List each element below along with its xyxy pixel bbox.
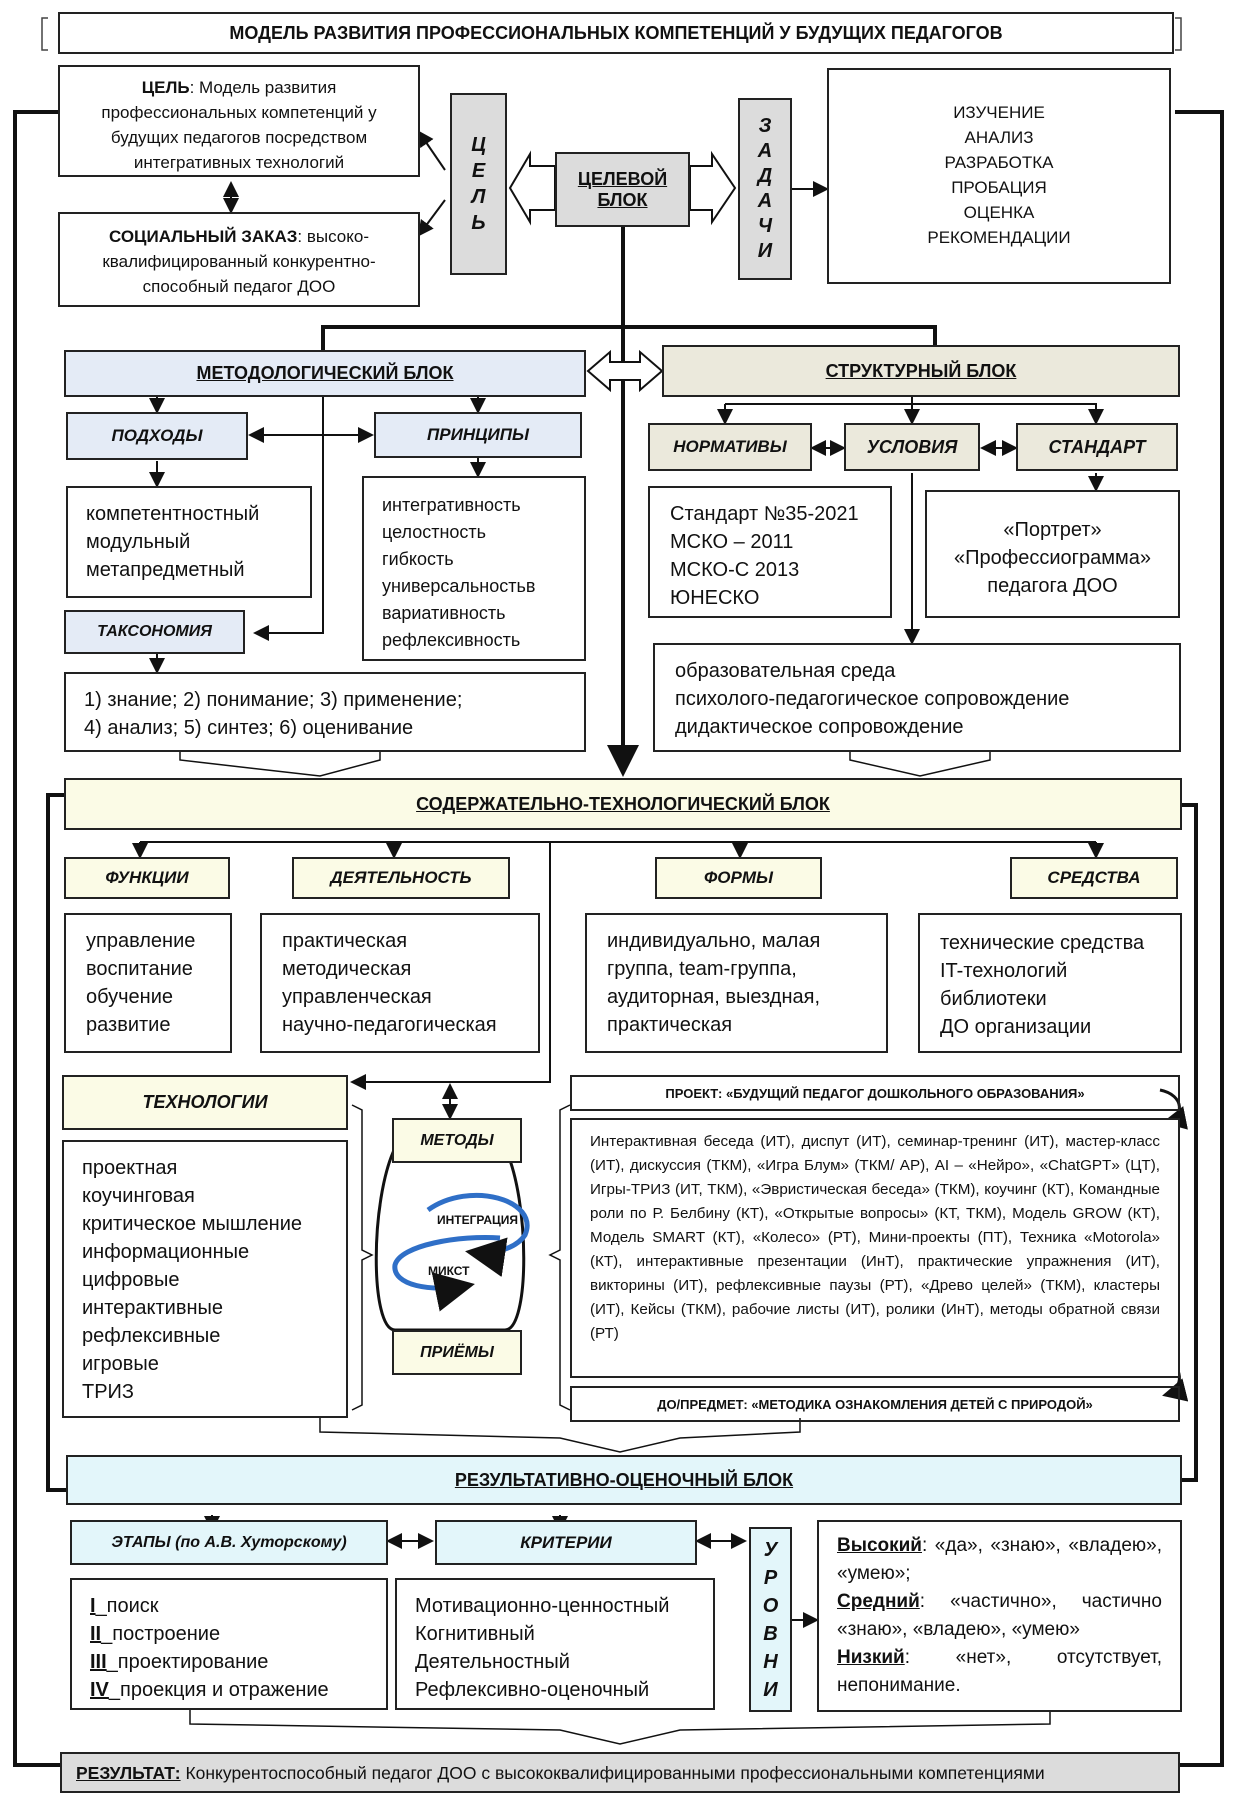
result-block-title: РЕЗУЛЬТАТИВНО-ОЦЕНОЧНЫЙ БЛОК bbox=[66, 1455, 1182, 1505]
means-label: СРЕДСТВА bbox=[1010, 857, 1178, 899]
goal-box: ЦЕЛЬ: Модель развития профессиональных к… bbox=[58, 65, 420, 177]
forms-label: ФОРМЫ bbox=[655, 857, 822, 899]
project-label: ПРОЕКТ: «БУДУЩИЙ ПЕДАГОГ ДОШКОЛЬНОГО ОБР… bbox=[570, 1075, 1180, 1111]
stage-item: II_построение bbox=[90, 1623, 221, 1645]
social-order-text: : высоко-квалифицированный конкурентно-с… bbox=[102, 227, 376, 296]
functions-label: ФУНКЦИИ bbox=[64, 857, 230, 899]
stages-list: I_поиск II_построение III_проектирование… bbox=[70, 1578, 388, 1710]
activity-label: ДЕЯТЕЛЬНОСТЬ bbox=[292, 857, 510, 899]
norms-label: НОРМАТИВЫ bbox=[648, 423, 812, 471]
techniques-label: ПРИЁМЫ bbox=[392, 1330, 522, 1375]
diagram-title: МОДЕЛЬ РАЗВИТИЯ ПРОФЕССИОНАЛЬНЫХ КОМПЕТЕ… bbox=[58, 12, 1174, 54]
methods-techniques-text: Интерактивная беседа (ИТ), диспут (ИТ), … bbox=[570, 1118, 1180, 1378]
stage-item: III_проектирование bbox=[90, 1651, 269, 1673]
goal-label: ЦЕЛЬ bbox=[141, 78, 190, 97]
structural-block-title: СТРУКТУРНЫЙ БЛОК bbox=[662, 345, 1180, 397]
level-item: Низкий: «нет», отсутствует, непонимание. bbox=[837, 1647, 1162, 1696]
social-order-box: СОЦИАЛЬНЫЙ ЗАКАЗ: высоко-квалифицированн… bbox=[58, 212, 420, 307]
stage-item: IV_проекция и отражение bbox=[90, 1679, 329, 1701]
mixed-label: МИКСТ bbox=[428, 1264, 470, 1278]
subject-label: ДО/ПРЕДМЕТ: «МЕТОДИКА ОЗНАКОМЛЕНИЯ ДЕТЕЙ… bbox=[570, 1386, 1180, 1422]
approaches-label: ПОДХОДЫ bbox=[66, 412, 248, 460]
taxonomy-label: ТАКСОНОМИЯ bbox=[64, 610, 245, 654]
criteria-label: КРИТЕРИИ bbox=[435, 1520, 697, 1565]
content-block-title: СОДЕРЖАТЕЛЬНО-ТЕХНОЛОГИЧЕСКИЙ БЛОК bbox=[64, 778, 1182, 830]
principles-label: ПРИНЦИПЫ bbox=[374, 412, 582, 458]
level-item: Высокий: «да», «знаю», «владею», «умею»; bbox=[837, 1535, 1162, 1584]
goal-text: : Модель развития профессиональных компе… bbox=[101, 78, 377, 172]
level-item: Средний: «частично», частично «знаю», «в… bbox=[837, 1591, 1162, 1640]
stages-label: ЭТАПЫ (по А.В. Хуторскому) bbox=[70, 1520, 388, 1565]
methods-label: МЕТОДЫ bbox=[392, 1118, 522, 1163]
standard-label: СТАНДАРТ bbox=[1016, 423, 1178, 471]
social-order-label: СОЦИАЛЬНЫЙ ЗАКАЗ bbox=[108, 227, 298, 246]
result-bar: РЕЗУЛЬТАТ: Конкурентоспособный педагог Д… bbox=[60, 1752, 1180, 1793]
portrait-list: «Портрет»«Профессиограмма»педагога ДОО bbox=[925, 490, 1180, 618]
integration-label: ИНТЕГРАЦИЯ bbox=[437, 1213, 519, 1227]
stage-item: I_поиск bbox=[90, 1595, 159, 1617]
conditions-label: УСЛОВИЯ bbox=[844, 423, 980, 471]
technologies-label: ТЕХНОЛОГИИ bbox=[62, 1075, 348, 1130]
taxonomy-list: 1) знание; 2) понимание; 3) применение;4… bbox=[64, 672, 586, 752]
target-block-label: ЦЕЛЕВОЙ БЛОК bbox=[555, 152, 690, 227]
levels-list: Высокий: «да», «знаю», «владею», «умею»;… bbox=[817, 1520, 1182, 1712]
methodological-block-title: МЕТОДОЛОГИЧЕСКИЙ БЛОК bbox=[64, 350, 586, 397]
